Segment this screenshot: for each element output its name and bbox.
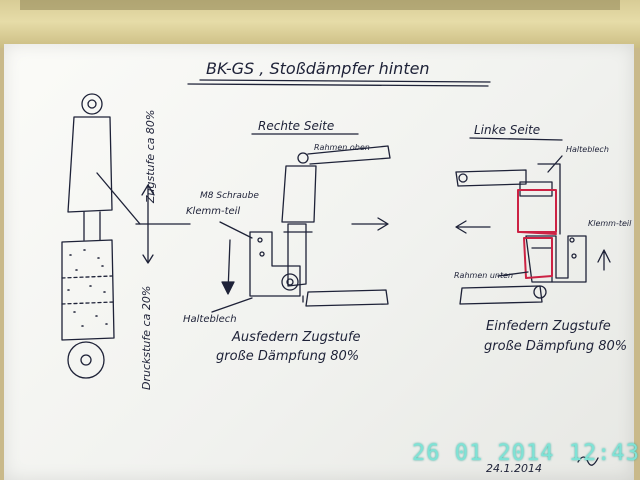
handwritten-date: 24.1.2014 — [486, 462, 542, 475]
camera-timestamp: 26 01 2014 12:43 — [412, 441, 640, 466]
highlighted-damper-body — [517, 189, 557, 279]
pointer-halteblech — [211, 297, 253, 313]
shock-absorber-drawing — [61, 93, 115, 379]
label-m8-schraube: M8 Schraube — [200, 191, 259, 201]
right-side-mount-drawing — [249, 145, 391, 307]
label-rahmen-unten: Rahmen unten — [454, 271, 513, 280]
label-rahmen-oben: Rahmen oben — [314, 143, 370, 152]
stroke-arrow-head-up — [141, 184, 155, 196]
caption-ausfedern: Ausfedern Zugstufe — [231, 330, 361, 345]
label-druckstufe: Druckstufe ca 20% — [140, 286, 153, 390]
stroke-arrow-head-down — [142, 254, 154, 264]
caption-daempfung-left: große Dämpfung 80% — [484, 339, 627, 354]
arrow-down-head — [221, 281, 235, 295]
pointer-halteblech-left — [547, 155, 563, 173]
desk-edge — [20, 0, 620, 10]
label-halteblech-left: Halteblech — [566, 145, 609, 154]
label-zugstufe: Zugstufe ca 80% — [144, 110, 157, 204]
label-klemmteil-right: Klemm-teil — [186, 206, 240, 217]
arrow-right — [351, 217, 389, 231]
heading-rechte-seite: Rechte Seite — [258, 119, 334, 133]
caption-daempfung-right: große Dämpfung 80% — [216, 349, 359, 364]
pointer-rahmen-unten — [497, 271, 529, 277]
title-underline — [199, 79, 491, 83]
sheet-title: BK-GS , Stoßdämpfer hinten — [206, 59, 430, 78]
pointer-line — [96, 172, 141, 225]
caption-einfedern: Einfedern Zugstufe — [486, 319, 611, 334]
title-underline-2 — [187, 83, 489, 87]
left-side-mount-drawing — [455, 163, 611, 305]
arrow-left — [455, 220, 491, 234]
handwritten-initials — [577, 456, 599, 466]
label-halteblech-right: Halteblech — [183, 314, 237, 325]
label-klemmteil-left: Klemm-teil — [588, 219, 632, 228]
heading-linke-seite: Linke Seite — [474, 123, 540, 137]
pointer-klemm — [219, 221, 253, 239]
